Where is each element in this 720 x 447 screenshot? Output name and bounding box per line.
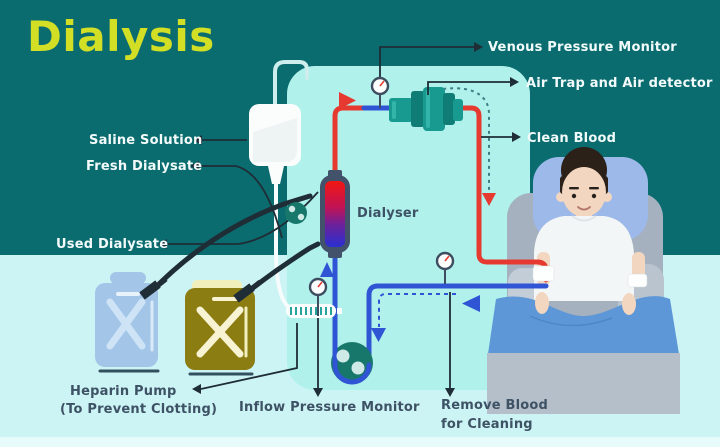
hand-left bbox=[535, 292, 549, 314]
saline-bag-group bbox=[249, 60, 342, 318]
label-air-trap: Air Trap and Air detector bbox=[526, 76, 713, 91]
label-fresh-dialysate: Fresh Dialysate bbox=[86, 159, 203, 174]
hand-right bbox=[622, 293, 636, 315]
saline-hanger-tube bbox=[273, 60, 309, 110]
red-line-from-dialyser bbox=[332, 105, 368, 180]
eye-right bbox=[591, 193, 597, 199]
arrowhead-inflow-monitor bbox=[313, 388, 323, 397]
label-heparin-pump-line2: (To Prevent Clotting) bbox=[60, 402, 218, 417]
pressure-gauge-inflow bbox=[308, 277, 328, 316]
callouts-straight bbox=[313, 42, 521, 397]
jerrycan-fresh-dialysate bbox=[185, 280, 255, 376]
clean-blood-flow-dashed bbox=[442, 87, 490, 190]
label-used-dialysate: Used Dialysate bbox=[56, 237, 169, 252]
arrowhead-fresh-dialysate bbox=[190, 161, 199, 171]
heparin-pump-wheel bbox=[285, 202, 307, 224]
air-trap-device bbox=[389, 87, 463, 131]
blue-line-from-patient bbox=[366, 283, 549, 368]
wrist-bandage-left bbox=[532, 265, 555, 282]
dashed-arrow-red bbox=[482, 193, 496, 206]
red-line-to-patient bbox=[458, 105, 549, 283]
dialysis-machine-panel bbox=[287, 66, 530, 390]
arrowhead-heparin bbox=[192, 384, 201, 394]
line-venous-pressure bbox=[379, 46, 474, 77]
pressure-gauge-venous bbox=[370, 76, 390, 108]
label-saline-solution: Saline Solution bbox=[89, 133, 203, 148]
page-title: Dialysis bbox=[27, 12, 215, 61]
flow-marker-red bbox=[339, 92, 356, 109]
eye-left bbox=[571, 193, 577, 199]
mouth bbox=[577, 206, 591, 211]
label-venous-pressure-monitor: Venous Pressure Monitor bbox=[488, 40, 677, 55]
arrowhead-used-dialysate bbox=[158, 239, 167, 249]
label-remove-blood-line2: for Cleaning bbox=[441, 417, 533, 432]
dialyser-device bbox=[320, 170, 350, 258]
flow-marker-blue-up bbox=[320, 262, 334, 277]
arrowhead-air-trap bbox=[510, 77, 519, 87]
used-dialysate-tube bbox=[149, 193, 313, 294]
bed-base bbox=[487, 353, 680, 414]
shirt bbox=[534, 216, 634, 301]
remove-blood-flow-dashed bbox=[378, 293, 456, 327]
label-heparin-pump-line1: Heparin Pump bbox=[70, 384, 177, 399]
label-clean-blood: Clean Blood bbox=[527, 131, 617, 146]
flow-marker-blue-left bbox=[462, 295, 480, 312]
label-dialyser: Dialyser bbox=[357, 206, 419, 221]
callouts-left bbox=[158, 135, 319, 394]
line-air-trap bbox=[427, 81, 510, 95]
label-inflow-pressure-monitor: Inflow Pressure Monitor bbox=[239, 400, 420, 415]
label-remove-blood-line1: Remove Blood bbox=[441, 398, 549, 413]
dashed-arrow-blue bbox=[371, 328, 386, 342]
arrowhead-venous-pressure bbox=[474, 42, 483, 52]
pressure-gauge-return bbox=[435, 251, 455, 284]
patient-bed bbox=[487, 147, 680, 414]
face bbox=[562, 167, 606, 217]
arrowhead-saline bbox=[193, 135, 202, 145]
jerrycan-used-dialysate bbox=[95, 272, 160, 373]
dialysate-tubes bbox=[139, 193, 321, 303]
floor-strip bbox=[0, 437, 720, 447]
wrist-bandage-right bbox=[627, 273, 648, 288]
arrowhead-clean-blood bbox=[512, 132, 521, 142]
arrowhead-remove-blood bbox=[445, 388, 455, 397]
